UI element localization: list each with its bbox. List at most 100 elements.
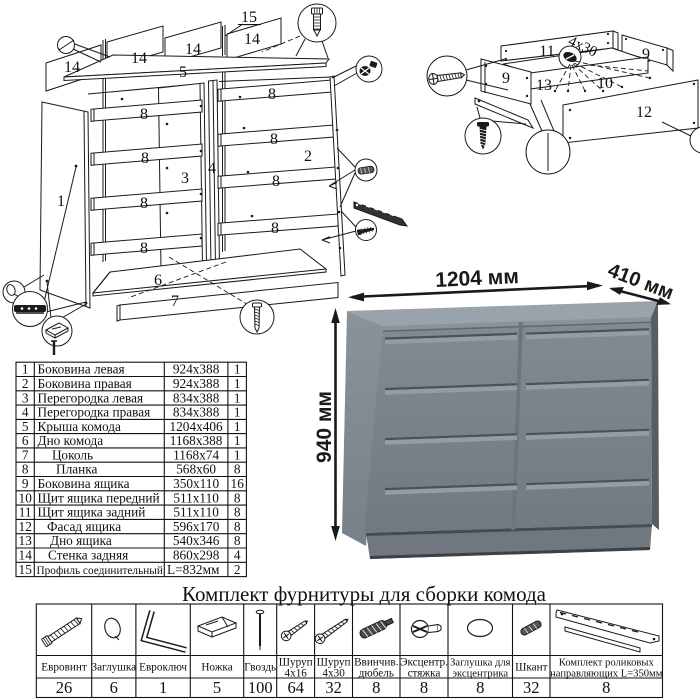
svg-text:2: 2 bbox=[304, 148, 312, 165]
svg-text:1: 1 bbox=[22, 362, 29, 377]
svg-text:Шуруп: Шуруп bbox=[279, 657, 313, 669]
svg-text:860х298: 860х298 bbox=[173, 548, 220, 563]
svg-text:596х170: 596х170 bbox=[173, 519, 220, 534]
svg-text:8: 8 bbox=[602, 678, 610, 697]
svg-text:2: 2 bbox=[22, 376, 29, 391]
svg-text:6: 6 bbox=[22, 433, 29, 448]
svg-text:8: 8 bbox=[140, 106, 148, 123]
svg-text:924х388: 924х388 bbox=[173, 362, 220, 377]
svg-text:1: 1 bbox=[234, 447, 241, 462]
svg-text:Щит ящика передний: Щит ящика передний bbox=[38, 490, 160, 505]
svg-text:834х388: 834х388 bbox=[173, 390, 220, 405]
svg-text:834х388: 834х388 bbox=[173, 405, 220, 420]
svg-text:Профиль соединительный: Профиль соединительный bbox=[37, 565, 163, 577]
svg-text:Крыша комода: Крыша комода bbox=[38, 419, 122, 434]
svg-text:1: 1 bbox=[234, 376, 241, 391]
svg-text:4: 4 bbox=[208, 160, 216, 177]
svg-text:511х110: 511х110 bbox=[173, 490, 219, 505]
svg-text:1: 1 bbox=[234, 433, 241, 448]
svg-text:8: 8 bbox=[270, 131, 278, 148]
svg-text:13: 13 bbox=[536, 77, 552, 94]
svg-text:Заглушка для: Заглушка для bbox=[450, 658, 511, 669]
svg-text:8: 8 bbox=[140, 195, 148, 212]
svg-text:Боковина ящика: Боковина ящика bbox=[38, 476, 130, 491]
svg-text:3: 3 bbox=[181, 170, 189, 187]
svg-text:Комплект фурнитуры для сборки: Комплект фурнитуры для сборки комода bbox=[182, 582, 547, 606]
svg-text:6: 6 bbox=[110, 678, 118, 697]
svg-text:Щит ящика задний: Щит ящика задний bbox=[38, 505, 146, 520]
svg-text:Фасад ящика: Фасад ящика bbox=[47, 519, 121, 534]
svg-text:14: 14 bbox=[131, 50, 147, 67]
svg-text:1204х406: 1204х406 bbox=[170, 419, 224, 434]
svg-text:940 мм: 940 мм bbox=[313, 391, 336, 463]
svg-text:дюбель: дюбель bbox=[359, 668, 394, 680]
svg-text:Дно комода: Дно комода bbox=[38, 433, 104, 448]
svg-text:15: 15 bbox=[19, 562, 33, 577]
svg-text:64: 64 bbox=[287, 678, 304, 697]
svg-text:3: 3 bbox=[22, 390, 29, 405]
svg-text:Шуруп: Шуруп bbox=[317, 657, 351, 669]
svg-text:направляющих L=350мм: направляющих L=350мм bbox=[550, 669, 663, 680]
svg-text:8: 8 bbox=[372, 678, 380, 697]
svg-text:Ножка: Ножка bbox=[201, 662, 232, 674]
svg-text:1204 мм: 1204 мм bbox=[435, 265, 520, 292]
svg-text:стяжка: стяжка bbox=[408, 668, 441, 680]
svg-text:511х110: 511х110 bbox=[173, 505, 219, 520]
svg-text:5: 5 bbox=[179, 64, 187, 81]
svg-text:14: 14 bbox=[64, 59, 80, 76]
svg-text:8: 8 bbox=[476, 678, 484, 697]
svg-text:9: 9 bbox=[22, 476, 29, 491]
svg-text:Эксцентр.: Эксцентр. bbox=[400, 657, 448, 669]
svg-text:7: 7 bbox=[22, 447, 29, 462]
svg-text:Цоколь: Цоколь bbox=[52, 447, 93, 462]
svg-text:1168х74: 1168х74 bbox=[173, 447, 219, 462]
svg-text:1: 1 bbox=[234, 419, 241, 434]
svg-text:4: 4 bbox=[234, 548, 241, 563]
svg-text:15: 15 bbox=[241, 9, 257, 26]
svg-text:Шкант: Шкант bbox=[515, 662, 548, 674]
svg-text:9: 9 bbox=[502, 70, 510, 87]
svg-text:26: 26 bbox=[56, 678, 73, 697]
svg-text:8: 8 bbox=[234, 519, 241, 534]
svg-text:6: 6 bbox=[154, 272, 162, 289]
svg-text:8: 8 bbox=[234, 462, 241, 477]
svg-text:4х30: 4х30 bbox=[322, 668, 345, 680]
svg-text:1: 1 bbox=[234, 405, 241, 420]
svg-text:16: 16 bbox=[231, 476, 245, 491]
svg-text:5: 5 bbox=[213, 678, 221, 697]
svg-text:14: 14 bbox=[244, 31, 260, 48]
svg-text:Боковина левая: Боковина левая bbox=[38, 362, 125, 377]
svg-text:100: 100 bbox=[248, 678, 273, 697]
svg-text:32: 32 bbox=[523, 678, 540, 697]
svg-text:1: 1 bbox=[159, 678, 167, 697]
svg-text:4: 4 bbox=[22, 405, 29, 420]
svg-text:8: 8 bbox=[268, 86, 276, 103]
svg-text:L=832мм: L=832мм bbox=[167, 562, 220, 577]
svg-text:11: 11 bbox=[539, 43, 554, 60]
svg-text:8: 8 bbox=[271, 220, 279, 237]
svg-text:8: 8 bbox=[22, 462, 29, 477]
svg-text:540х346: 540х346 bbox=[173, 533, 220, 548]
svg-text:8: 8 bbox=[234, 505, 241, 520]
svg-text:924х388: 924х388 bbox=[173, 376, 220, 391]
svg-text:568х60: 568х60 bbox=[176, 462, 216, 477]
svg-text:10: 10 bbox=[597, 75, 613, 92]
svg-text:7: 7 bbox=[171, 293, 179, 310]
svg-text:Стенка задняя: Стенка задняя bbox=[48, 548, 128, 563]
svg-text:Перегородка левая: Перегородка левая bbox=[38, 390, 144, 405]
svg-text:1168х388: 1168х388 bbox=[170, 433, 223, 448]
svg-text:32: 32 bbox=[325, 678, 342, 697]
svg-text:эксцентрика: эксцентрика bbox=[453, 669, 509, 680]
svg-text:8: 8 bbox=[234, 490, 241, 505]
svg-text:1: 1 bbox=[234, 390, 241, 405]
svg-text:8: 8 bbox=[234, 533, 241, 548]
svg-text:4х16: 4х16 bbox=[285, 668, 308, 680]
svg-text:9: 9 bbox=[642, 46, 650, 63]
svg-text:8: 8 bbox=[420, 678, 428, 697]
svg-text:Боковина правая: Боковина правая bbox=[38, 376, 132, 391]
svg-text:Дно ящика: Дно ящика bbox=[50, 533, 112, 548]
svg-text:Гвоздь: Гвоздь bbox=[244, 662, 276, 674]
svg-text:14: 14 bbox=[19, 548, 33, 563]
svg-text:1: 1 bbox=[234, 362, 241, 377]
svg-text:10: 10 bbox=[19, 490, 33, 505]
